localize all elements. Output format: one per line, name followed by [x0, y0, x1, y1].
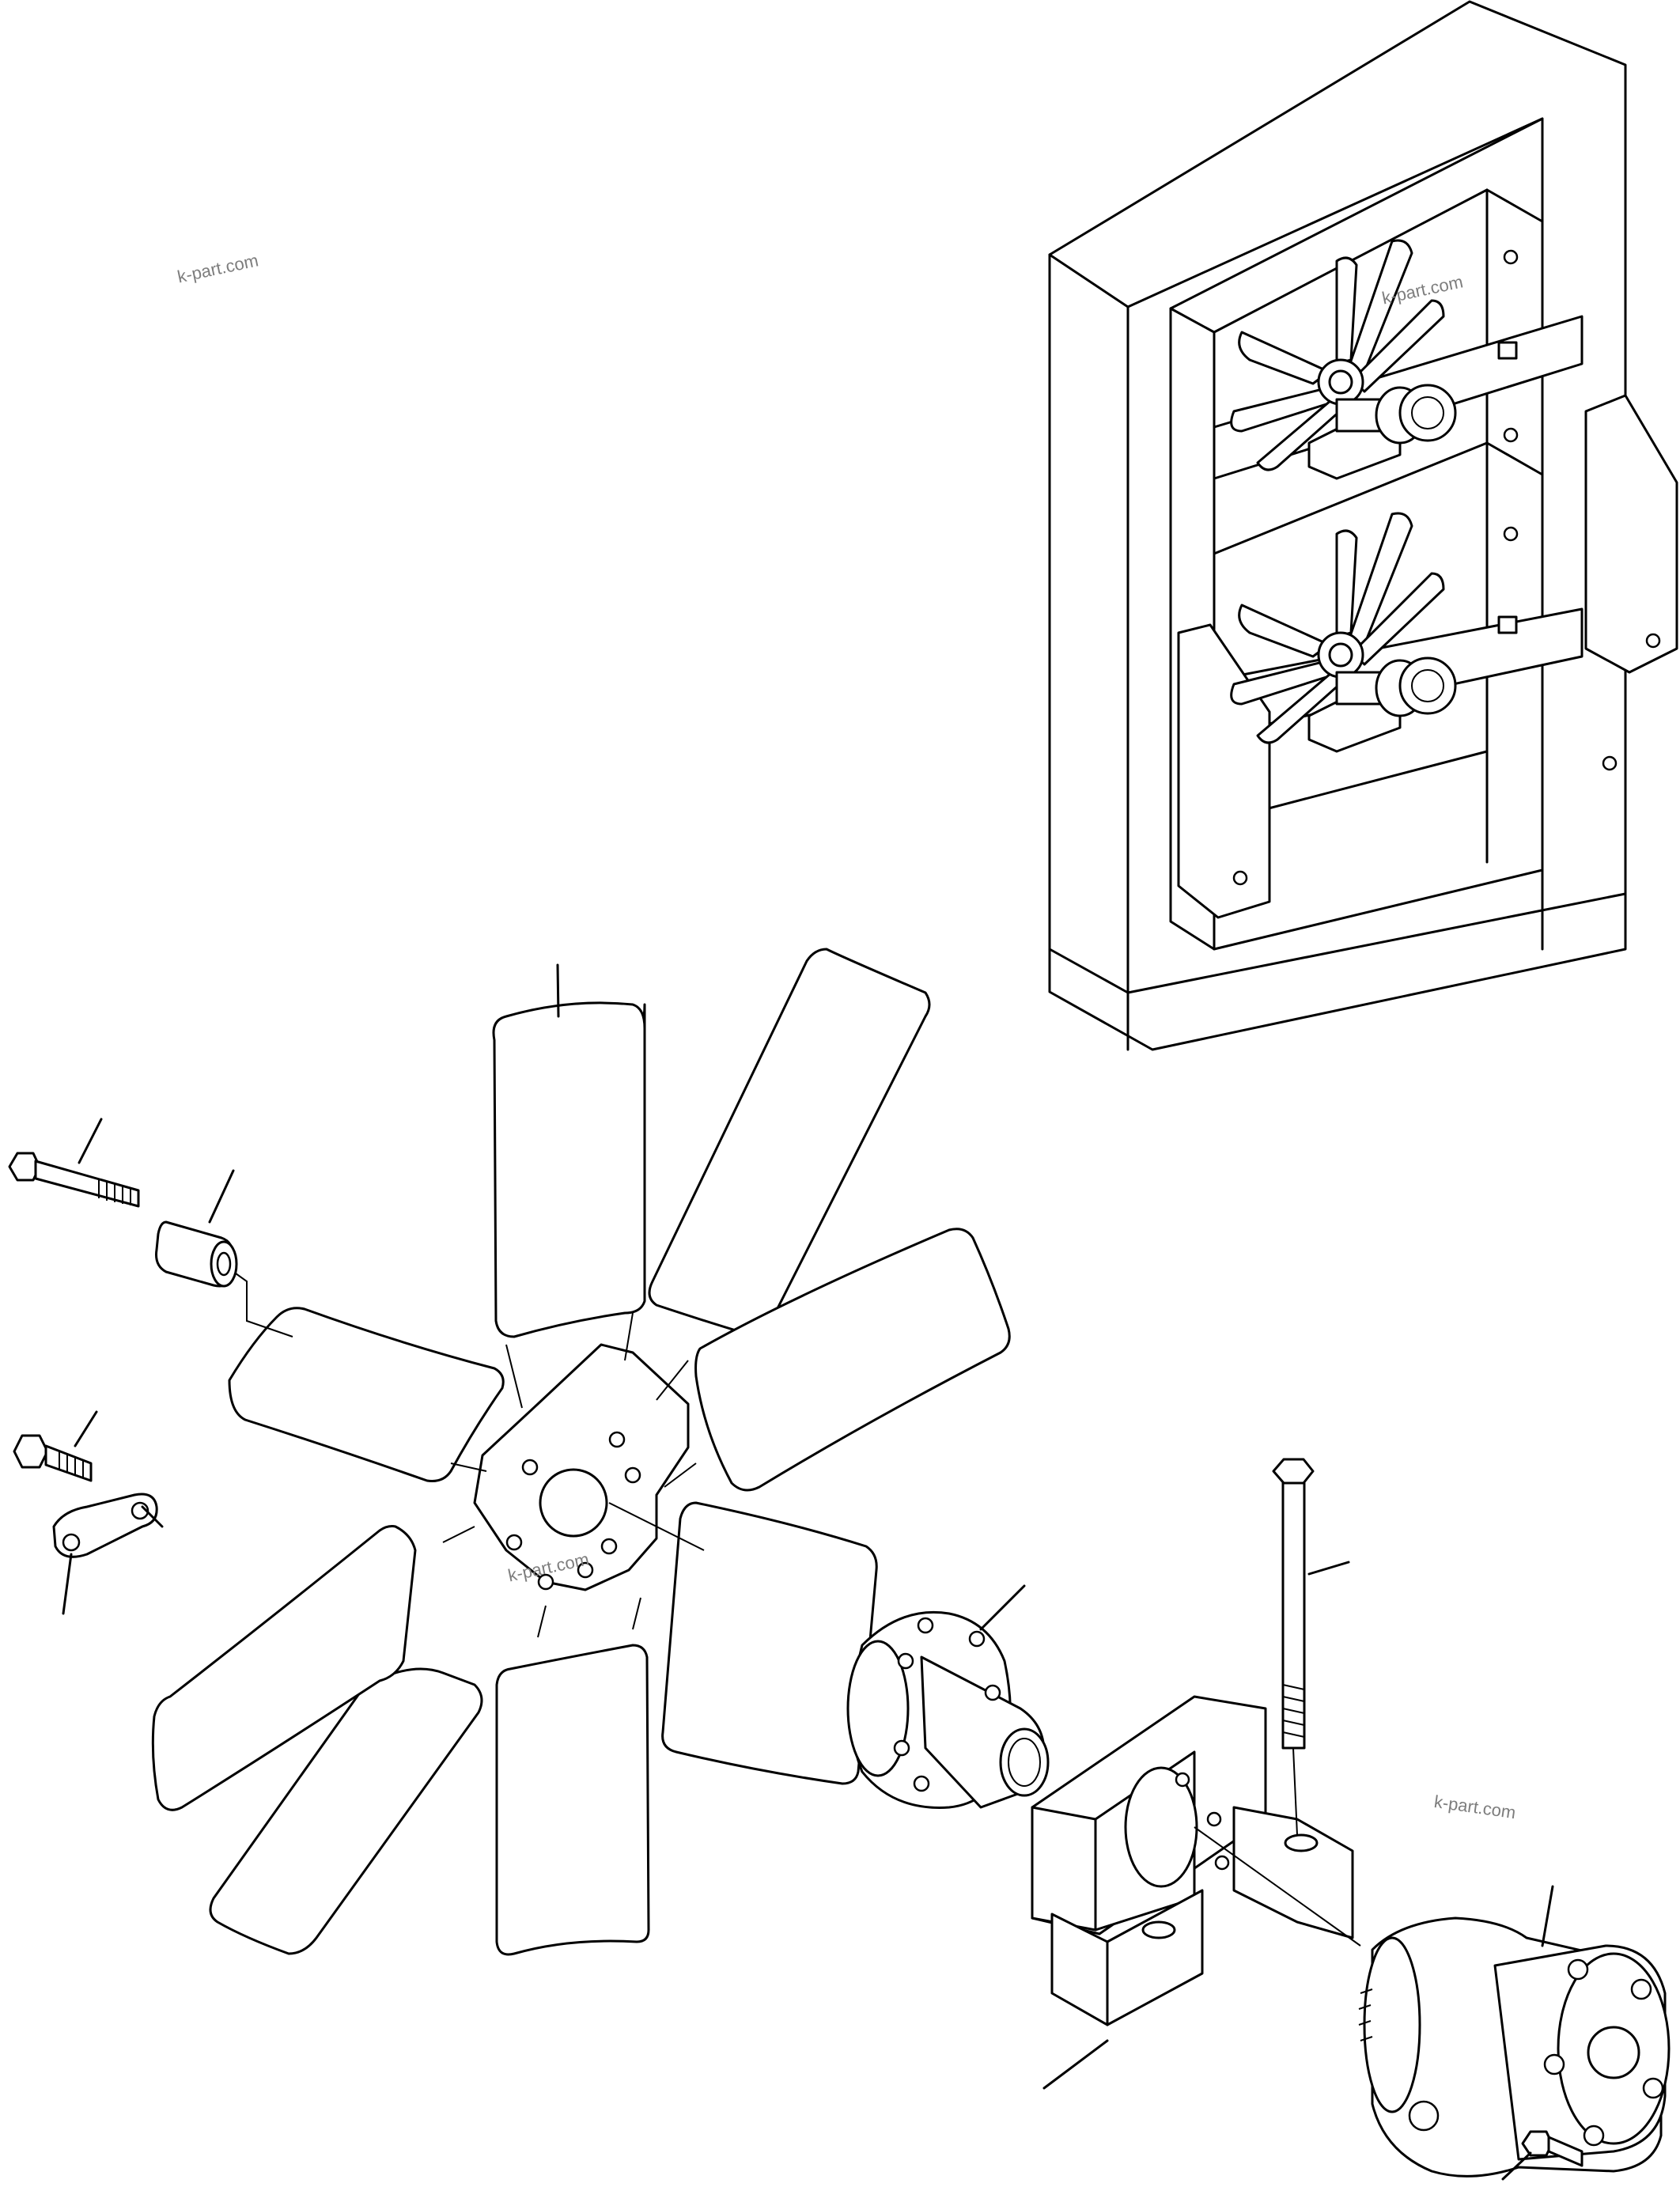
mini-fan-lower [1230, 512, 1457, 753]
spacer-collar [155, 1169, 293, 1338]
fan-blade-upper-left [228, 1307, 505, 1482]
lock-plate [52, 1493, 164, 1615]
bolt-small-bottom [1501, 2130, 1584, 2181]
fan-blade-left [151, 1525, 417, 1811]
fan-assembly [151, 948, 1011, 1956]
bolt-long [8, 1118, 140, 1208]
cooler-assembly-overview [1048, 0, 1678, 1051]
fan-blade-bottom [495, 1644, 650, 1956]
mini-fan-upper [1230, 239, 1457, 480]
fan-blade-lower-left [209, 1667, 483, 1955]
fan-blade-lower-right [661, 1501, 878, 1785]
hydraulic-motor [1358, 1885, 1671, 2178]
bolt-short [13, 1410, 98, 1482]
bolt-vertical [1272, 1458, 1350, 1836]
fan-blade-right [694, 1228, 1011, 1492]
fan-hub-flange [846, 1584, 1050, 1809]
fan-blade-top [492, 1001, 646, 1338]
motor-bracket [1031, 1695, 1361, 2090]
